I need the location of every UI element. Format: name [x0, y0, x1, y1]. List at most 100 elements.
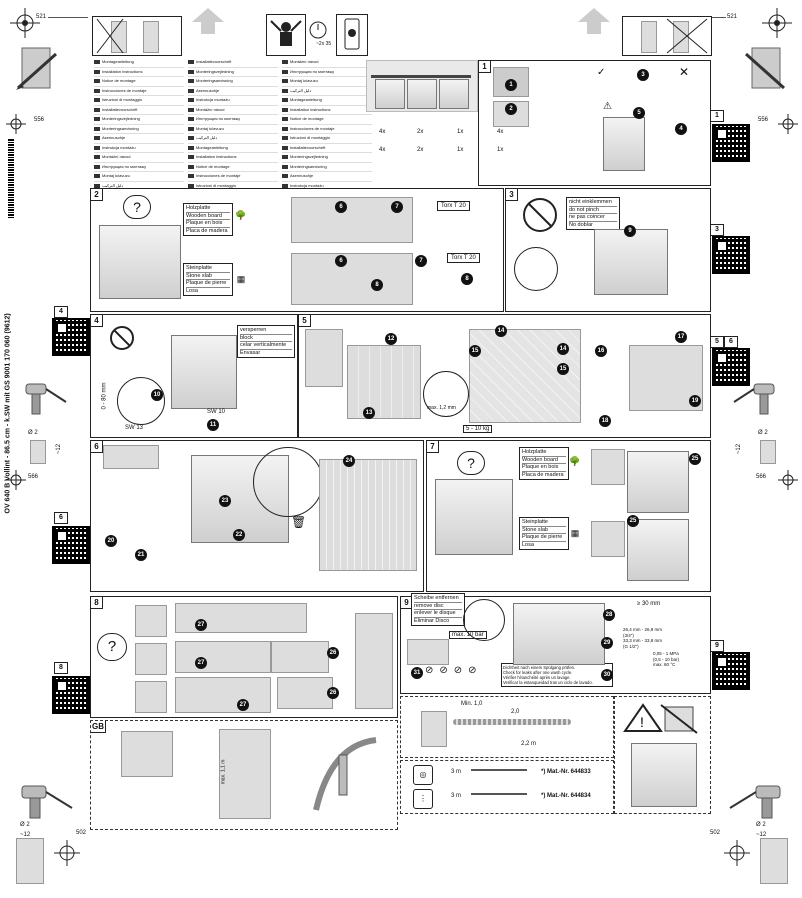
right-556-crosshair [778, 114, 798, 134]
part-count: 4x [379, 147, 386, 153]
language-entry: Installatievoorschrift [282, 144, 372, 153]
language-entry: Monteringsvejledning [188, 68, 278, 77]
qr-code-5-6[interactable] [712, 348, 750, 386]
top-right-dim-line [712, 17, 726, 18]
step-27: 27 [237, 699, 249, 711]
panel-number: 8 [91, 597, 103, 609]
check-icon: ✓ [597, 67, 606, 78]
right-diameter: Ø 2 [758, 430, 768, 436]
flag-icon [282, 107, 288, 112]
qr-code-4[interactable] [52, 318, 90, 356]
step-27: 27 [195, 619, 207, 631]
cable-b-image [471, 793, 527, 805]
hinge-detail-image [103, 445, 159, 469]
torx-label: Torx T 20 [437, 201, 470, 211]
flag-icon [94, 60, 100, 64]
language-entry: Инструкция по монтажу [188, 115, 278, 125]
language-entry: Montaj kılavuzu [282, 77, 372, 87]
step-1: 1 [505, 79, 517, 91]
cable-a-image [471, 769, 527, 781]
question-icon: ? [457, 451, 485, 475]
panel-5: 5 12 13 max. 1,2 mm 14 15 14 15 5 - 10 k… [298, 314, 711, 438]
qr-code-9[interactable] [712, 652, 750, 690]
step-14: 14 [495, 325, 507, 337]
flag-icon [188, 69, 194, 74]
qr-code-3[interactable] [712, 236, 750, 274]
bottom-left-drill-icon [18, 780, 76, 820]
qr-code-8[interactable] [52, 676, 90, 714]
hose-loop-image [219, 729, 271, 819]
flag-icon [94, 145, 100, 150]
header-cabinet-box-left [92, 16, 182, 56]
language-entry: Asennusohje [188, 87, 278, 96]
top-right-pencil-icon [738, 46, 786, 90]
flag-icon [94, 164, 100, 169]
qr-code-6[interactable] [52, 526, 90, 564]
step-11: 11 [207, 419, 219, 431]
panel-number: GB [91, 721, 106, 733]
dishwasher-image [603, 117, 645, 171]
step-8: 8 [371, 279, 383, 291]
part-count: 2x [417, 129, 424, 135]
language-entry: Montážní návod [282, 58, 372, 68]
bottom-left-crosshair [54, 840, 80, 866]
tap-detail-image [407, 639, 449, 665]
step-6: 6 [335, 255, 347, 267]
step-19: 19 [689, 395, 701, 407]
step-13: 13 [363, 407, 375, 419]
height-range: 0 - 80 mm [101, 382, 108, 410]
right-depth: ~12 [736, 443, 743, 455]
part-count: 4x [497, 129, 504, 135]
right-566-crosshair [778, 470, 798, 490]
edge-detail-image [355, 613, 393, 709]
max-pressure: max. 10 bar [449, 631, 487, 639]
flag-icon [282, 126, 288, 131]
left-drill-icon [22, 376, 72, 418]
language-entry: Asennusohje [282, 172, 372, 182]
step-20: 20 [105, 535, 117, 547]
qr-code-1[interactable] [712, 124, 750, 162]
flag-icon [282, 98, 288, 102]
flag-icon [188, 183, 194, 188]
no-cabinet-icon [659, 703, 699, 735]
panel-8: 8 ? 27 27 26 27 26 [90, 596, 398, 718]
bottom-right-crosshair [724, 840, 750, 866]
language-entry: Montážní návod [94, 153, 184, 163]
language-entry: دليل التركيب [282, 87, 372, 96]
step-26: 26 [327, 647, 339, 659]
step-30: 30 [601, 669, 613, 681]
flag-icon [94, 88, 100, 93]
qr-label-6: 6 [54, 512, 68, 524]
flag-icon [282, 60, 288, 64]
left-diameter: Ø 2 [28, 430, 38, 436]
language-entry: Notice de montage [94, 77, 184, 87]
step-4: 4 [675, 123, 687, 135]
question-icon: ? [123, 195, 151, 219]
language-entry: Instrucciones de montaje [188, 172, 278, 182]
tools-icon [266, 14, 306, 56]
flag-icon [94, 79, 100, 83]
bottom-right-drill-icon [726, 780, 784, 820]
step-26: 26 [327, 687, 339, 699]
flag-icon [282, 136, 288, 140]
leak-check-note: Dichtheit nach einem Spülgang prüfen.Che… [501, 663, 613, 687]
flag-icon [94, 183, 100, 188]
prohibition-icons: ⊘⊘⊘⊘ [425, 665, 483, 676]
language-entry: Montaj kılavuzu [188, 125, 278, 134]
no-pinch-icon [520, 195, 560, 235]
right-dimension-556: 556 [758, 117, 769, 123]
hose-extension-box: Min. 1,0 2,0 2,2 m [400, 696, 614, 758]
flag-icon [188, 126, 194, 131]
dishwasher-top-image [627, 451, 689, 513]
tree-icon: 🌳 [569, 455, 581, 466]
variant-b-image [135, 643, 167, 675]
flag-icon [282, 69, 288, 74]
language-entry: Montaj kılavuzu [94, 172, 184, 182]
part-count: 4x [379, 129, 386, 135]
